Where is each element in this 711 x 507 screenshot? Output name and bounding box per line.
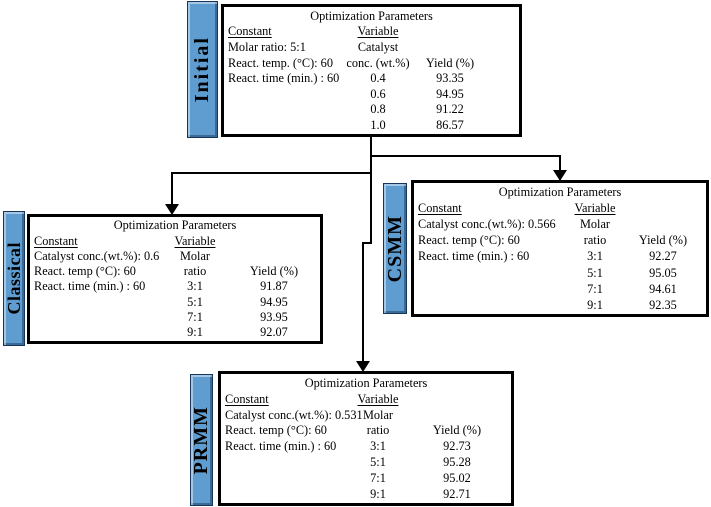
yield-value: 93.35 — [436, 71, 464, 86]
connector-initial-vertical — [370, 137, 372, 244]
variable-name-line2: conc. (wt.%) — [346, 55, 410, 70]
yield-value: 93.95 — [260, 309, 288, 324]
constant-item: React. time (min.) : 60 — [228, 71, 340, 86]
variable-value: 0.8 — [370, 102, 386, 117]
variable-value: 7:1 — [187, 309, 203, 324]
csmm-tab-label: CSMM — [383, 214, 406, 283]
variable-value: 0.6 — [370, 86, 386, 101]
yield-value: 92.27 — [649, 249, 677, 264]
variable-value: 9:1 — [587, 297, 603, 312]
constant-item: React. time (min.) : 60 — [225, 439, 337, 454]
prmm-tab-label: PRMM — [190, 405, 212, 475]
yield-value: 91.22 — [436, 102, 464, 117]
variable-name-line2: ratio — [583, 233, 607, 248]
variable-name-line1: Molar — [179, 248, 211, 263]
yield-value: 94.61 — [649, 281, 677, 296]
params-title: Optimization Parameters — [498, 184, 622, 199]
variable-value: 7:1 — [587, 281, 603, 296]
params-title: Optimization Parameters — [113, 218, 237, 233]
initial-tab-label: Initial — [191, 36, 213, 103]
yield-header: Yield (%) — [249, 264, 299, 279]
variable-value: 3:1 — [187, 279, 203, 294]
variable-name-line1: Molar — [579, 217, 611, 232]
yield-value: 92.73 — [443, 439, 471, 454]
variable-name-line2: ratio — [183, 264, 207, 279]
params-title: Optimization Parameters — [310, 8, 433, 23]
prmm-params-box: Optimization Parameters Constant Variabl… — [218, 371, 514, 506]
connector-jog-horizontal — [362, 242, 372, 244]
variable-name-line2: ratio — [366, 423, 390, 438]
constant-item: React. time (min.) : 60 — [418, 249, 530, 264]
constant-item: React. temp. (°C): 60 — [228, 55, 333, 70]
variable-name-line1: Catalyst — [357, 39, 399, 54]
connector-csmm-vertical — [559, 157, 561, 170]
arrowhead-csmm-icon — [553, 170, 567, 181]
connector-classical-vertical — [171, 174, 173, 204]
constant-header: Constant — [418, 201, 462, 216]
classical-params-box: Optimization Parameters Constant Variabl… — [27, 214, 323, 344]
variable-value: 9:1 — [370, 486, 386, 501]
yield-header: Yield (%) — [638, 233, 688, 248]
yield-header: Yield (%) — [432, 423, 482, 438]
yield-header: Yield (%) — [425, 55, 475, 70]
yield-value: 92.35 — [649, 297, 677, 312]
variable-value: 9:1 — [187, 325, 203, 340]
constant-item: Catalyst conc.(wt.%): 0.566 — [418, 217, 556, 232]
yield-value: 86.57 — [436, 118, 464, 133]
constant-item: React. temp (°C): 60 — [34, 264, 136, 279]
variable-value: 1.0 — [370, 118, 386, 133]
variable-name-line1: Molar — [362, 407, 394, 422]
prmm-tab: PRMM — [190, 374, 213, 506]
constant-item: Molar ratio: 5:1 — [228, 39, 306, 54]
initial-params-box: Optimization Parameters Constant Variabl… — [221, 4, 522, 137]
yield-value: 91.87 — [260, 279, 288, 294]
variable-value: 5:1 — [187, 294, 203, 309]
constant-item: React. temp (°C): 60 — [418, 233, 520, 248]
variable-header: Variable — [174, 233, 216, 248]
params-title: Optimization Parameters — [304, 375, 428, 390]
initial-tab: Initial — [187, 1, 218, 138]
constant-item: Catalyst conc.(wt.%): 0.6 — [34, 248, 160, 263]
constant-item: React. temp (°C): 60 — [225, 423, 327, 438]
connector-csmm-horizontal — [370, 155, 561, 157]
arrowhead-prmm-icon — [356, 361, 370, 372]
variable-value: 3:1 — [370, 439, 386, 454]
yield-value: 92.71 — [443, 486, 471, 501]
variable-header: Variable — [357, 24, 399, 39]
variable-value: 7:1 — [370, 471, 386, 486]
yield-value: 92.07 — [260, 325, 288, 340]
yield-value: 94.95 — [436, 86, 464, 101]
csmm-tab: CSMM — [383, 183, 407, 314]
connector-classical-horizontal — [171, 172, 372, 174]
classical-tab-label: Classical — [3, 242, 24, 315]
constant-header: Constant — [228, 24, 272, 39]
csmm-params-box: Optimization Parameters Constant Variabl… — [411, 180, 709, 317]
yield-value: 95.02 — [443, 471, 471, 486]
yield-value: 94.95 — [260, 294, 288, 309]
variable-value: 0.4 — [370, 71, 386, 86]
constant-header: Constant — [225, 391, 269, 406]
yield-value: 95.05 — [649, 265, 677, 280]
variable-value: 5:1 — [370, 455, 386, 470]
constant-header: Constant — [34, 233, 78, 248]
arrowhead-classical-icon — [165, 204, 179, 215]
variable-header: Variable — [574, 201, 616, 216]
classical-tab: Classical — [3, 211, 25, 346]
connector-prmm-vertical — [362, 244, 364, 361]
constant-item: React. time (min.) : 60 — [34, 279, 146, 294]
variable-value: 5:1 — [587, 265, 603, 280]
variable-header: Variable — [357, 391, 399, 406]
yield-value: 95.28 — [443, 455, 471, 470]
variable-value: 3:1 — [587, 249, 603, 264]
constant-item: Catalyst conc.(wt.%): 0.531 — [225, 407, 363, 422]
